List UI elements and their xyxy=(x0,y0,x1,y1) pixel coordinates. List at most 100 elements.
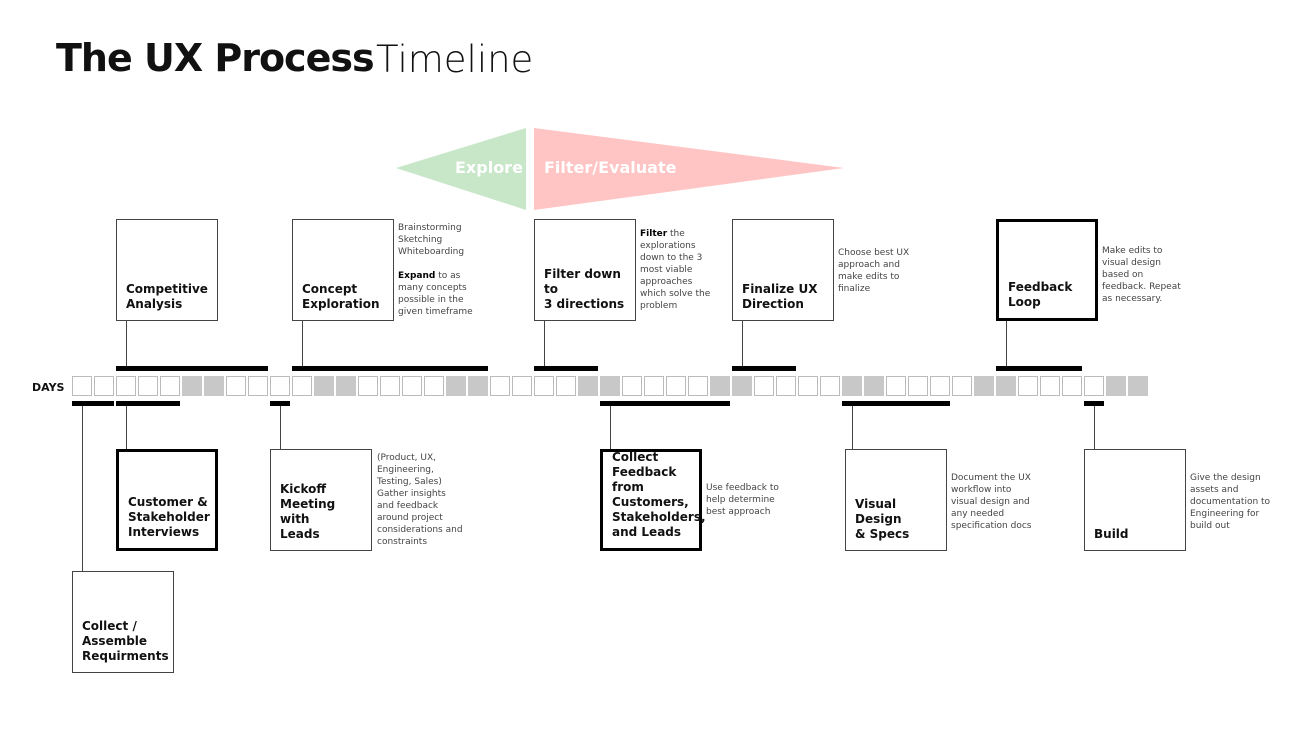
day-cell xyxy=(688,376,708,396)
day-cell xyxy=(534,376,554,396)
box-label: Customer & Stakeholder Interviews xyxy=(128,495,210,539)
day-cell xyxy=(380,376,400,396)
duration-bar xyxy=(72,401,114,406)
box-label: Filter down to 3 directions xyxy=(544,267,625,311)
box-label: Feedback Loop xyxy=(1008,280,1073,309)
day-cell xyxy=(600,376,620,396)
day-cell xyxy=(160,376,180,396)
connector-line xyxy=(610,406,611,450)
connector-line xyxy=(126,321,127,368)
day-cell xyxy=(1040,376,1060,396)
day-cell xyxy=(666,376,686,396)
day-cell xyxy=(248,376,268,396)
collect-feedback-description: Use feedback to help determine best appr… xyxy=(706,483,779,517)
day-cell xyxy=(622,376,642,396)
box-label: Visual Design & Specs xyxy=(855,497,910,541)
box-label: Kickoff Meeting with Leads xyxy=(280,482,336,541)
day-cell xyxy=(644,376,664,396)
connector-line xyxy=(302,321,303,368)
day-cell xyxy=(996,376,1016,396)
finalize-ux-direction-box: Finalize UX Direction xyxy=(732,219,834,321)
box-label: Build xyxy=(1094,527,1129,541)
duration-bar xyxy=(270,401,290,406)
day-cell xyxy=(468,376,488,396)
customer-interviews-box: Customer & Stakeholder Interviews xyxy=(116,449,218,551)
filter-directions-box: Filter down to 3 directions xyxy=(534,219,636,321)
day-cell xyxy=(952,376,972,396)
day-cell xyxy=(72,376,92,396)
explore-filter-arrows xyxy=(396,128,844,210)
collect-feedback-box: Collect Feedback from Customers, Stakeho… xyxy=(600,449,706,551)
finalize-ux-description: Choose best UX approach and make edits t… xyxy=(838,248,910,294)
kickoff-meeting-description: (Product, UX, Engineering, Testing, Sale… xyxy=(377,453,463,547)
competitive-analysis-box: Competitive Analysis xyxy=(116,219,218,321)
duration-bar xyxy=(116,401,180,406)
day-cell xyxy=(842,376,862,396)
day-cell xyxy=(886,376,906,396)
day-cell xyxy=(754,376,774,396)
box-label: Collect / Assemble Requirments xyxy=(82,619,169,663)
filter-directions-description: Filter the explorations down to the 3 mo… xyxy=(640,229,711,311)
connector-line xyxy=(1094,406,1095,450)
duration-bar xyxy=(534,366,598,371)
day-cell xyxy=(798,376,818,396)
box-label: Finalize UX Direction xyxy=(742,282,818,311)
day-cell xyxy=(490,376,510,396)
day-cell xyxy=(314,376,334,396)
day-cell xyxy=(732,376,752,396)
kickoff-meeting-box: Kickoff Meeting with Leads xyxy=(270,449,372,551)
filter-evaluate-label: Filter/Evaluate xyxy=(544,158,677,177)
box-label: Competitive Analysis xyxy=(126,282,208,311)
day-cell xyxy=(930,376,950,396)
feedback-loop-description: Make edits to visual design based on fee… xyxy=(1102,246,1181,304)
connector-line xyxy=(1006,321,1007,368)
day-cell xyxy=(908,376,928,396)
days-label: DAYS xyxy=(32,381,65,394)
visual-design-description: Document the UX workflow into visual des… xyxy=(951,473,1032,531)
duration-bar xyxy=(600,401,730,406)
explore-label: Explore xyxy=(455,158,523,177)
day-cell xyxy=(116,376,136,396)
page-subtitle: Timeline xyxy=(376,38,534,81)
day-cell xyxy=(1106,376,1126,396)
feedback-loop-box: Feedback Loop xyxy=(996,219,1098,321)
day-cell xyxy=(1018,376,1038,396)
day-cell xyxy=(226,376,246,396)
concept-exploration-description: Brainstorming Sketching Whiteboarding Ex… xyxy=(398,223,473,317)
connector-line xyxy=(82,406,83,572)
duration-bar xyxy=(732,366,796,371)
day-cell xyxy=(1084,376,1104,396)
connector-line xyxy=(742,321,743,368)
duration-bar xyxy=(292,366,488,371)
day-cell xyxy=(270,376,290,396)
build-description: Give the design assets and documentation… xyxy=(1190,473,1271,531)
day-cell xyxy=(578,376,598,396)
day-cell xyxy=(138,376,158,396)
day-cell xyxy=(204,376,224,396)
day-cell xyxy=(182,376,202,396)
day-cell xyxy=(446,376,466,396)
day-cell xyxy=(710,376,730,396)
day-cell xyxy=(1128,376,1148,396)
day-cell xyxy=(424,376,444,396)
filter-arrow xyxy=(534,128,844,210)
connector-line xyxy=(544,321,545,368)
day-cell xyxy=(512,376,532,396)
explore-arrow xyxy=(396,128,526,210)
day-cell xyxy=(776,376,796,396)
duration-bar xyxy=(996,366,1082,371)
day-cell xyxy=(864,376,884,396)
connector-line xyxy=(280,406,281,450)
box-label: Collect Feedback from Customers, Stakeho… xyxy=(612,450,706,539)
day-cell xyxy=(974,376,994,396)
concept-exploration-box: Concept Exploration xyxy=(292,219,394,321)
box-label: Concept Exploration xyxy=(302,282,380,311)
day-cell xyxy=(94,376,114,396)
duration-bar xyxy=(1084,401,1104,406)
day-cell xyxy=(820,376,840,396)
build-box: Build xyxy=(1084,449,1186,551)
day-cell xyxy=(336,376,356,396)
duration-bar xyxy=(116,366,268,371)
day-cell xyxy=(292,376,312,396)
day-cell xyxy=(556,376,576,396)
